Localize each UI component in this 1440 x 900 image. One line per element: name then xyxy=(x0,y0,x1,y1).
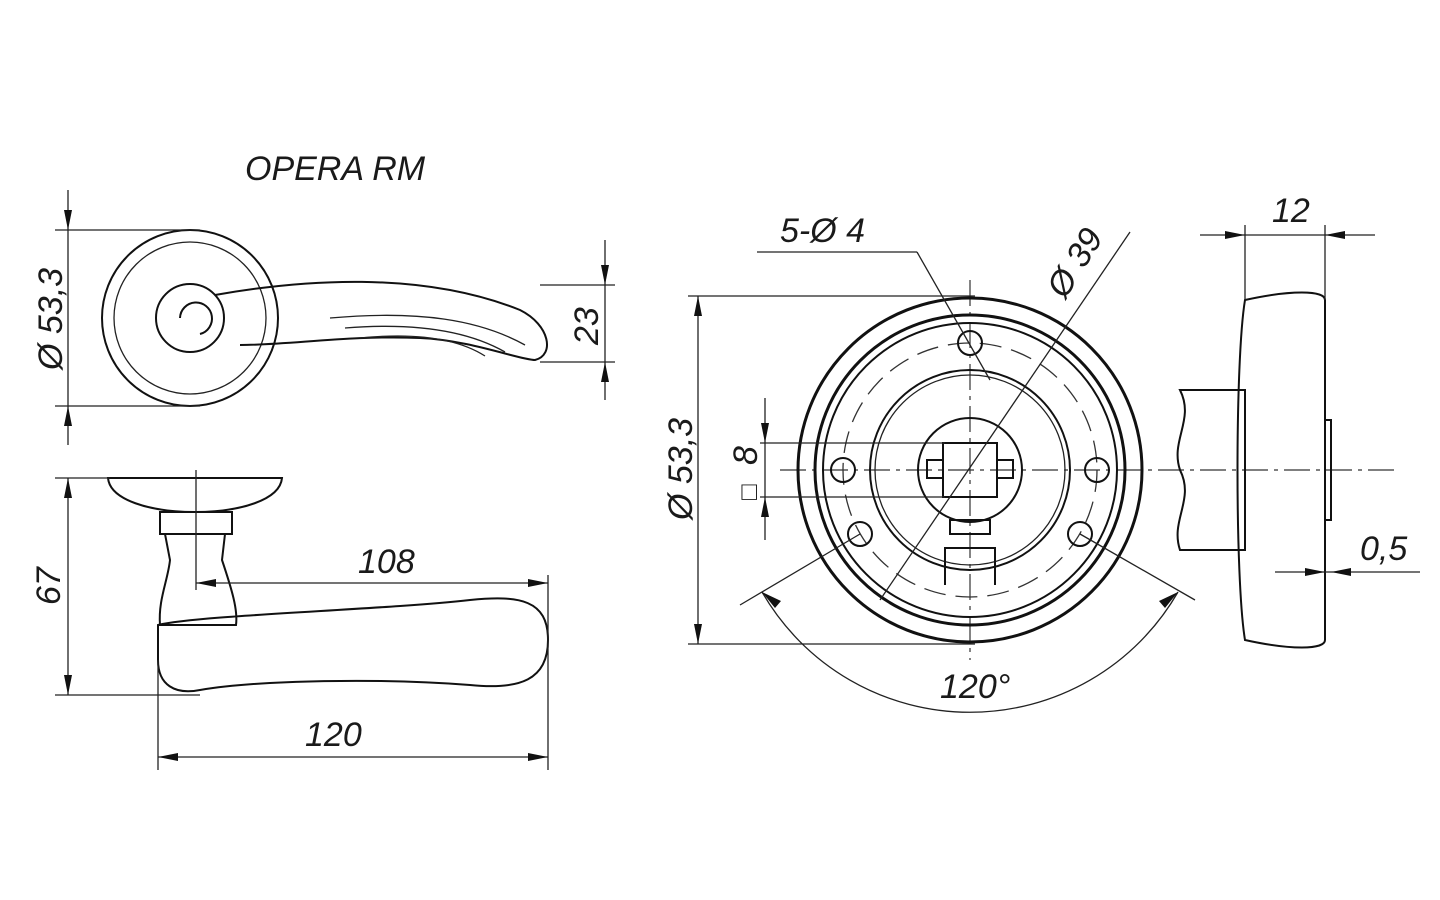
arrow xyxy=(1159,592,1178,608)
lever-neck xyxy=(155,283,225,353)
tab xyxy=(926,459,944,479)
square-symbol: □ xyxy=(733,484,763,500)
ext-line xyxy=(1079,533,1196,601)
rose-outer xyxy=(796,296,1144,644)
rose-ring-inner xyxy=(822,322,1118,618)
lever-grooves xyxy=(329,314,526,357)
lever-top-outline xyxy=(214,280,548,362)
rose-outline xyxy=(101,229,279,407)
dim-hole-circle: Ø 39 xyxy=(1039,222,1111,306)
dim-spindle-square: 8 xyxy=(727,446,765,465)
angle-arc xyxy=(761,591,1179,713)
arrow xyxy=(601,362,609,382)
arrow xyxy=(694,624,702,644)
rose-inner xyxy=(113,241,267,395)
arrow xyxy=(1225,231,1245,239)
model-title: OPERA RM xyxy=(245,150,426,188)
mounting-hole xyxy=(847,521,873,547)
spring-clip xyxy=(949,519,991,535)
dim-line xyxy=(879,231,1131,601)
section-view: 12 0,5 xyxy=(1176,192,1420,649)
spring-ring-inner xyxy=(874,374,1066,566)
arrow xyxy=(64,478,72,498)
spring-ring xyxy=(869,369,1071,571)
scroll-curl xyxy=(179,301,213,335)
front-view: 5-Ø 4 Ø 39 Ø 53,3 8 □ 120° xyxy=(662,212,1395,713)
rose-side xyxy=(106,477,284,514)
dim-rose-thickness: 12 xyxy=(1272,192,1310,230)
arrow xyxy=(1305,568,1325,576)
rose-section xyxy=(1236,291,1326,649)
top-view: OPERA RM Ø 53,3 23 xyxy=(32,150,615,445)
rose-edge xyxy=(1324,419,1332,521)
ext-line xyxy=(739,533,861,606)
stop-lug xyxy=(944,547,996,585)
dim-rose-diameter-side: Ø 53,3 xyxy=(32,268,70,371)
dim-gap: 0,5 xyxy=(1360,530,1407,568)
mounting-hole xyxy=(957,330,983,356)
arrow xyxy=(601,265,609,285)
arrow xyxy=(762,592,781,608)
door-section xyxy=(1176,389,1246,551)
dim-hole-angle: 120° xyxy=(940,668,1010,706)
side-view: 67 108 120 xyxy=(30,470,550,770)
arrow xyxy=(528,579,548,587)
arrow xyxy=(761,497,769,517)
hub xyxy=(917,417,1023,523)
arrow xyxy=(64,675,72,695)
dim-lever-height: 23 xyxy=(568,307,606,346)
arrow xyxy=(1331,568,1351,576)
dim-overall-length: 120 xyxy=(305,716,362,754)
arrow xyxy=(64,406,72,426)
arrow xyxy=(761,423,769,443)
arrow xyxy=(694,296,702,316)
dim-holes: 5-Ø 4 xyxy=(780,212,865,250)
hole-circle xyxy=(842,342,1098,598)
mounting-hole xyxy=(1084,457,1110,483)
arrow xyxy=(1325,231,1345,239)
arrow xyxy=(64,210,72,230)
tab xyxy=(996,459,1014,479)
arrow xyxy=(196,579,216,587)
neck-body xyxy=(158,533,238,626)
lever-side xyxy=(157,597,550,693)
arrow xyxy=(528,753,548,761)
dim-lever-reach: 108 xyxy=(358,543,415,581)
mounting-hole xyxy=(1067,521,1093,547)
mounting-holes xyxy=(830,330,1110,547)
dim-overall-height: 67 xyxy=(30,566,68,605)
mounting-hole xyxy=(830,457,856,483)
rose-ring xyxy=(813,313,1127,627)
arrow xyxy=(158,753,178,761)
leader-line xyxy=(916,251,991,381)
dim-rose-diameter-front: Ø 53,3 xyxy=(662,418,700,521)
